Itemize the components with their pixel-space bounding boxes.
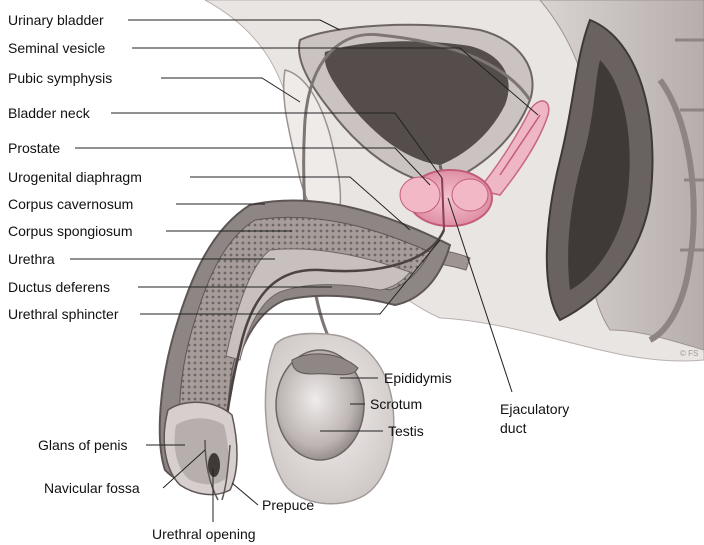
label-corpus-spongiosum: Corpus spongiosum — [8, 223, 133, 239]
label-glans-of-penis: Glans of penis — [38, 437, 128, 453]
label-urethral-sphincter: Urethral sphincter — [8, 306, 119, 322]
label-scrotum: Scrotum — [370, 396, 422, 412]
label-testis: Testis — [388, 423, 424, 439]
label-prostate: Prostate — [8, 140, 60, 156]
label-ductus-deferens: Ductus deferens — [8, 279, 110, 295]
label-ejaculatory-duct-line2: duct — [500, 420, 527, 436]
label-prepuce: Prepuce — [262, 497, 314, 513]
label-urethral-opening: Urethral opening — [152, 526, 256, 542]
label-urogenital-diaphragm: Urogenital diaphragm — [8, 169, 142, 185]
label-urethra: Urethra — [8, 251, 55, 267]
credit-mark: © FS — [680, 349, 698, 358]
label-pubic-symphysis: Pubic symphysis — [8, 70, 112, 86]
label-ejaculatory-duct-line1: Ejaculatory — [500, 401, 569, 417]
label-bladder-neck: Bladder neck — [8, 105, 91, 121]
testis — [276, 350, 364, 460]
label-epididymis: Epididymis — [384, 370, 452, 386]
label-corpus-cavernosum: Corpus cavernosum — [8, 196, 133, 212]
label-navicular-fossa: Navicular fossa — [44, 480, 140, 496]
label-seminal-vesicle: Seminal vesicle — [8, 40, 105, 56]
label-urinary-bladder: Urinary bladder — [8, 12, 104, 28]
